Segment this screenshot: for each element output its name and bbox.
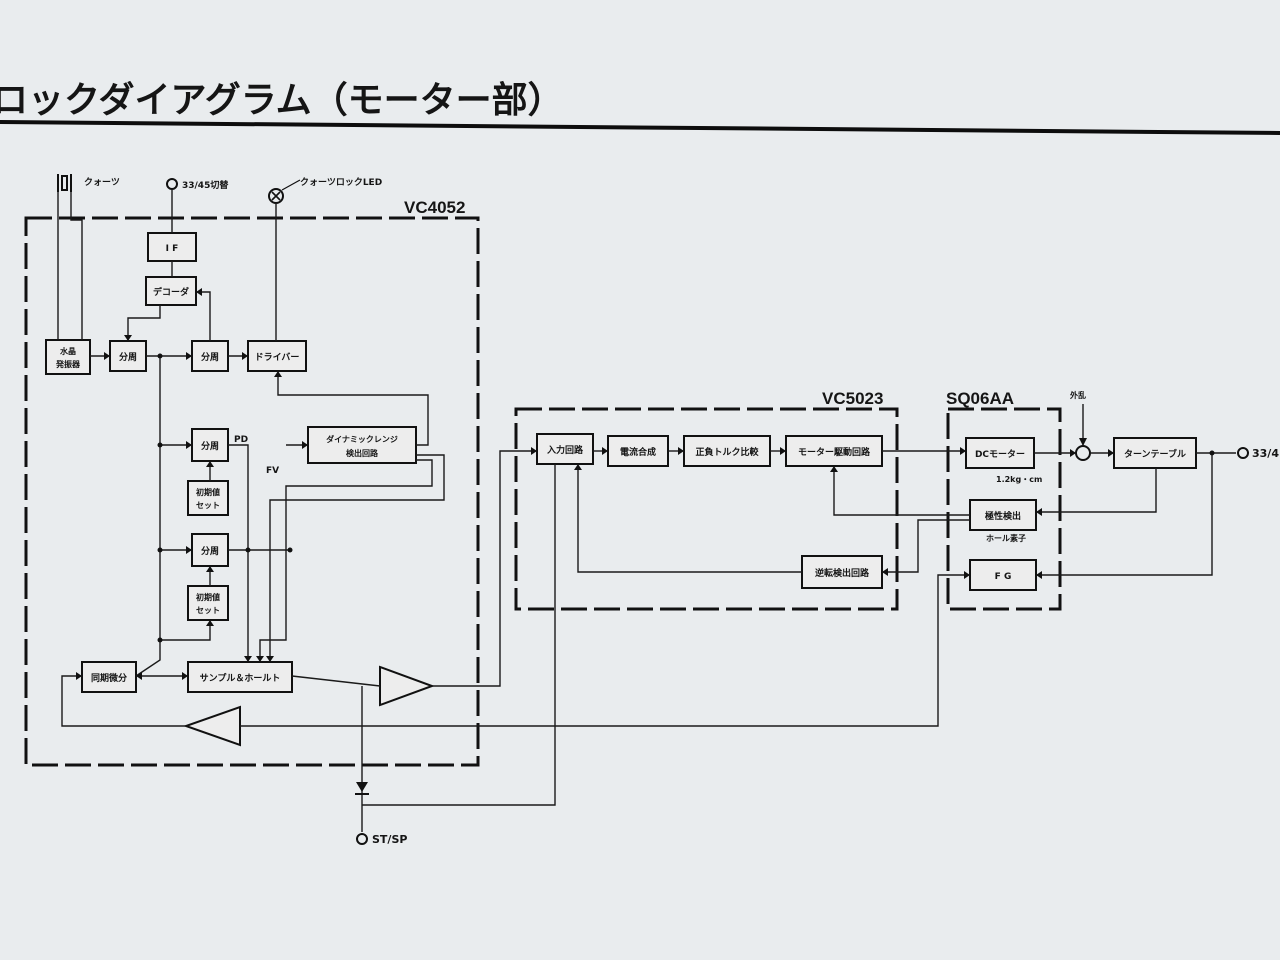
- svg-text:初期値: 初期値: [196, 487, 220, 497]
- speed-switch-label: 33/45切替: [182, 179, 229, 191]
- vc5023-boundary: [514, 407, 899, 611]
- quartz-lock-led-label: クォーツロックLED: [300, 177, 382, 188]
- polarity-detect-block: 極性検出: [969, 499, 1037, 531]
- svg-text:DCモーター: DCモーター: [975, 448, 1025, 460]
- arrow-heads: [76, 288, 1114, 680]
- sample-hold-block: サンプル＆ホールト: [187, 661, 293, 693]
- driver-block: ドライバー: [247, 340, 307, 372]
- svg-text:電流合成: 電流合成: [620, 446, 656, 458]
- hall-element-label: ホール素子: [986, 533, 1026, 543]
- pd-label: PD: [234, 435, 248, 445]
- svg-text:I F: I F: [166, 244, 179, 254]
- sync-differentiator-block: 同期微分: [81, 661, 137, 693]
- amplifier-triangle-2: [182, 705, 241, 747]
- quartz-label: クォーツ: [84, 177, 120, 188]
- current-synthesis-block: 電流合成: [607, 435, 669, 467]
- initial-value-set-1-block: 初期値 セット: [187, 480, 229, 516]
- motor-drive-circuit-block: モーター駆動回路: [785, 435, 883, 467]
- svg-text:セット: セット: [196, 501, 220, 510]
- st-sp-label: ST/SP: [372, 833, 407, 846]
- if-block: I F: [147, 232, 197, 262]
- torque-spec-label: 1.2kg・cm: [996, 475, 1042, 484]
- dc-motor-block: DCモーター: [965, 437, 1035, 469]
- divider-1-block: 分周: [109, 340, 147, 372]
- svg-text:デコーダ: デコーダ: [153, 286, 189, 298]
- decoder-block: デコーダ: [145, 276, 197, 306]
- svg-text:サンプル＆ホールト: サンプル＆ホールト: [200, 672, 281, 684]
- svg-text:ターンテーブル: ターンテーブル: [1124, 448, 1186, 460]
- output-label: 33/4: [1252, 447, 1279, 460]
- svg-text:分周: 分周: [201, 440, 219, 452]
- divider-3-block: 分周: [191, 533, 229, 567]
- st-sp-terminal-icon: [356, 833, 368, 845]
- initial-value-set-2-block: 初期値 セット: [187, 585, 229, 621]
- svg-text:極性検出: 極性検出: [984, 510, 1021, 522]
- amplifier-triangle-1: [379, 665, 435, 707]
- svg-text:分周: 分周: [119, 351, 137, 363]
- output-terminal-icon: [1237, 447, 1249, 459]
- title-rule: [0, 120, 1280, 135]
- input-circuit-block: 入力回路: [536, 433, 594, 465]
- vc4052-label: VC4052: [404, 198, 465, 217]
- svg-text:F G: F G: [995, 572, 1012, 582]
- summing-junction: [1075, 445, 1091, 461]
- torque-comparator-block: 正負トルク比較: [683, 435, 771, 467]
- svg-text:入力回路: 入力回路: [546, 444, 584, 456]
- crystal-oscillator-block: 水晶 発振器: [45, 339, 91, 375]
- dynamic-range-detector-block: ダイナミックレンジ 検出回路: [307, 426, 417, 464]
- svg-text:ドライバー: ドライバー: [255, 352, 300, 363]
- svg-text:逆転検出回路: 逆転検出回路: [815, 567, 870, 579]
- divider-2-block: 分周: [191, 340, 229, 372]
- svg-text:正負トルク比較: 正負トルク比較: [695, 446, 759, 458]
- svg-text:発振器: 発振器: [55, 359, 81, 369]
- reverse-detect-circuit-block: 逆転検出回路: [801, 555, 883, 589]
- diode-icon: [355, 782, 369, 795]
- fv-label: FV: [266, 466, 279, 476]
- disturbance-label: 外乱: [1070, 390, 1086, 400]
- signal-wires: [57, 189, 1236, 832]
- svg-text:セット: セット: [196, 606, 220, 615]
- vc4052-boundary: [24, 216, 480, 767]
- svg-text:検出回路: 検出回路: [346, 448, 379, 458]
- sq06aa-label: SQ06AA: [946, 389, 1014, 408]
- junction-dots: [157, 353, 1215, 643]
- svg-text:同期微分: 同期微分: [91, 672, 127, 684]
- divider-pd-block: 分周: [191, 428, 229, 462]
- svg-text:分周: 分周: [201, 545, 219, 557]
- turntable-block: ターンテーブル: [1113, 437, 1197, 469]
- svg-text:モーター駆動回路: モーター駆動回路: [798, 446, 871, 458]
- led-icon: [268, 179, 301, 204]
- svg-text:分周: 分周: [201, 351, 219, 363]
- sq06aa-boundary: [946, 407, 1062, 611]
- svg-text:ダイナミックレンジ: ダイナミックレンジ: [326, 434, 398, 444]
- svg-text:水晶: 水晶: [59, 346, 76, 356]
- svg-text:初期値: 初期値: [196, 592, 220, 602]
- vc5023-label: VC5023: [822, 389, 883, 408]
- fg-block: F G: [969, 559, 1037, 591]
- diagram-title: ロックダイアグラム（モーター部）: [0, 79, 564, 121]
- speed-switch-terminal-icon: [166, 178, 178, 190]
- quartz-crystal-icon: [57, 174, 72, 192]
